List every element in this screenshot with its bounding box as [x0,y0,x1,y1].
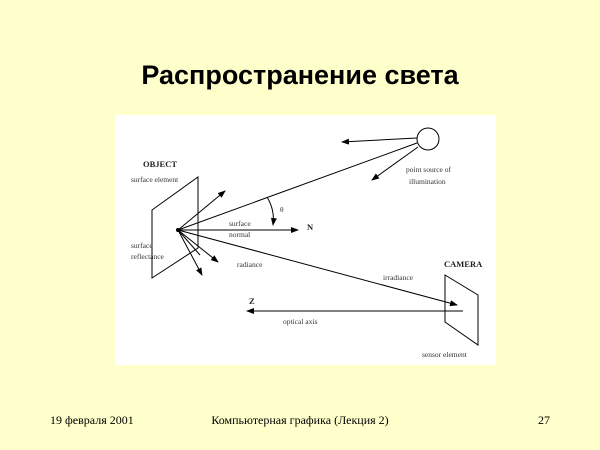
label-sensor-element: sensor element [422,350,468,359]
surface-element-plane [151,176,199,279]
label-surface-element: surface element [131,175,179,184]
label-surface-normal-2: normal [229,230,250,239]
light-source-circle [416,127,440,151]
label-surface-normal-1: surface [229,219,251,228]
label-camera: CAMERA [444,259,483,269]
label-n: N [307,222,314,232]
diagram-background [115,115,496,365]
label-theta: θ [280,205,284,214]
footer-course: Компьютерная графика (Лекция 2) [211,413,389,427]
label-surface-reflectance-1: surface [131,241,153,250]
reflection-arrow [177,229,203,276]
ray-to-camera [177,229,458,307]
incident-ray [177,142,418,231]
reflection-arrow [177,190,226,231]
reflection-arrow [177,229,219,263]
source-ray-left [341,137,418,145]
label-surface-reflectance-2: reflectance [131,252,165,261]
footer-page-number: 27 [538,413,550,427]
surface-point [176,228,180,232]
label-irradiance: irradiance [383,273,414,282]
label-object: OBJECT [143,159,177,169]
label-z: Z [249,296,255,306]
label-point-source-2: illumination [409,177,446,186]
sensor-element-plane [444,274,479,346]
source-ray-down [371,146,419,181]
label-radiance: radiance [237,260,263,269]
slide-title: Распространение света [141,60,459,90]
label-point-source-1: point source of [406,165,451,174]
label-optical-axis: optical axis [283,317,317,326]
reflection-arrow [177,229,201,256]
theta-arc [266,196,277,226]
footer-date: 19 февраля 2001 [50,413,134,427]
